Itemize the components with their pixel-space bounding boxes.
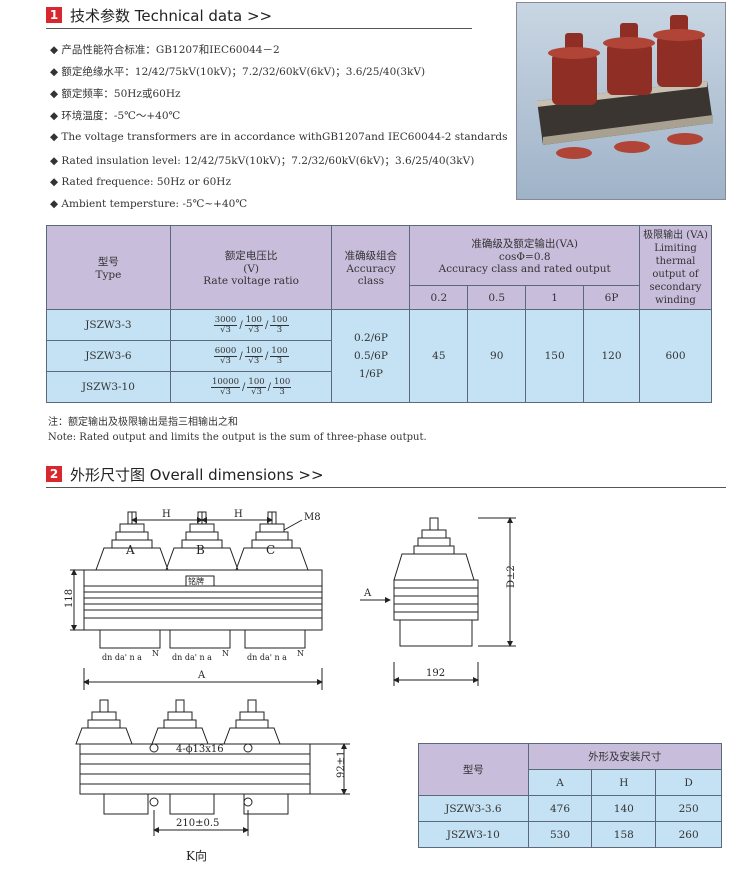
- label-terminal-2: dn da' n a: [172, 653, 212, 662]
- bullet-standard-en: ◆ The voltage transformers are in accord…: [50, 131, 508, 143]
- bullet-insulation-en: ◆ Rated insulation level: 12/42/75kV(10k…: [50, 155, 475, 167]
- section-title: 外形尺寸图 Overall dimensions >>: [70, 465, 324, 484]
- label-phase-c: C: [266, 543, 275, 557]
- note-cn: 注：额定输出及极限输出是指三相输出之和: [48, 417, 238, 428]
- dim-header-h: H: [591, 769, 657, 796]
- dim-h-cell: 140: [591, 795, 657, 822]
- section-number-badge: 1: [46, 7, 62, 23]
- dim-d-cell: 250: [655, 795, 722, 822]
- front-view: [70, 511, 323, 690]
- label-k-view: K向: [186, 848, 207, 863]
- header-rated-voltage-ratio: 额定电压比(V)Rate voltage ratio: [169, 225, 333, 310]
- bullet-temperature-cn: ◆ 环境温度：-5℃～+40℃: [50, 110, 181, 122]
- dim-header-d: D: [655, 769, 722, 796]
- note-en: Note: Rated output and limits the output…: [48, 432, 427, 443]
- label-terminal-n-2: N: [222, 649, 229, 658]
- bullet-frequency-en: ◆ Rated frequence: 50Hz or 60Hz: [50, 176, 231, 188]
- section-title: 技术参数 Technical data >>: [70, 6, 273, 25]
- label-terminal-3: dn da' n a: [247, 653, 287, 662]
- label-holes: 4-ϕ13x16: [176, 744, 224, 755]
- label-dim-a: A: [197, 670, 206, 681]
- dim-h-cell: 158: [591, 821, 657, 848]
- section-overall-dimensions-header: 2 外形尺寸图 Overall dimensions >>: [46, 463, 324, 485]
- limit-output-cell: 600: [638, 309, 713, 403]
- header-class-1: 1: [525, 285, 585, 310]
- label-210: 210±0.5: [176, 818, 219, 829]
- label-phase-a: A: [125, 543, 135, 557]
- label-h-2: H: [234, 509, 243, 520]
- output-6p-cell: 120: [583, 309, 640, 403]
- dim-a-cell: 530: [527, 821, 593, 848]
- side-view: [360, 517, 516, 686]
- type-cell: JSZW3-6: [46, 340, 171, 372]
- section-number-badge: 2: [46, 466, 62, 482]
- bullet-temperature-en: ◆ Ambient tempersture: -5℃~+40℃: [50, 198, 248, 210]
- section-divider: [46, 28, 472, 29]
- section-divider: [46, 487, 726, 488]
- dim-type-cell: JSZW3-3.6: [418, 795, 529, 822]
- bullet-insulation-cn: ◆ 额定绝缘水平：12/42/75kV(10kV)；7.2/32/60kV(6k…: [50, 66, 426, 78]
- dim-type-cell: JSZW3-10: [418, 821, 529, 848]
- dim-header-title: 外形及安装尺寸: [527, 743, 723, 770]
- output-0.5-cell: 90: [467, 309, 527, 403]
- header-class-6p: 6P: [583, 285, 640, 310]
- label-terminal-1: dn da' n a: [102, 653, 142, 662]
- label-118: 118: [64, 589, 75, 608]
- header-class-0.5: 0.5: [467, 285, 527, 310]
- label-d: D±2: [506, 565, 517, 588]
- k-view: [75, 699, 350, 836]
- header-class-0.2: 0.2: [409, 285, 469, 310]
- label-92: 92±1: [336, 751, 347, 778]
- dim-header-a: A: [527, 769, 593, 796]
- dim-header-type: 型号: [418, 743, 529, 796]
- label-h-1: H: [162, 509, 171, 520]
- transformer-photo-illustration: [537, 15, 713, 159]
- label-192: 192: [426, 668, 445, 679]
- dim-a-cell: 476: [527, 795, 593, 822]
- label-terminal-n-3: N: [297, 649, 304, 658]
- label-m8: M8: [304, 512, 321, 523]
- label-terminal-n-1: N: [152, 649, 159, 658]
- type-cell: JSZW3-3: [46, 309, 171, 341]
- dimension-drawing: H H M8 A B C 铭牌 118 dn da' n a N dn da' …: [64, 509, 517, 863]
- type-cell: JSZW3-10: [46, 371, 171, 403]
- bullet-standard-cn: ◆ 产品性能符合标准：GB1207和IEC60044－2: [50, 44, 280, 56]
- label-nameplate: 铭牌: [188, 576, 204, 586]
- section-technical-data-header: 1 技术参数 Technical data >>: [46, 4, 272, 26]
- bullet-frequency-cn: ◆ 额定频率：50Hz或60Hz: [50, 88, 181, 100]
- dimension-table: 型号 外形及安装尺寸 A H D JSZW3-3.6 476 140 250 J…: [418, 743, 723, 848]
- product-photo: [516, 2, 726, 200]
- dim-d-cell: 260: [655, 821, 722, 848]
- label-view-arrow-a: A: [363, 588, 372, 599]
- output-1-cell: 150: [525, 309, 585, 403]
- output-0.2-cell: 45: [409, 309, 469, 403]
- label-phase-b: B: [196, 543, 205, 557]
